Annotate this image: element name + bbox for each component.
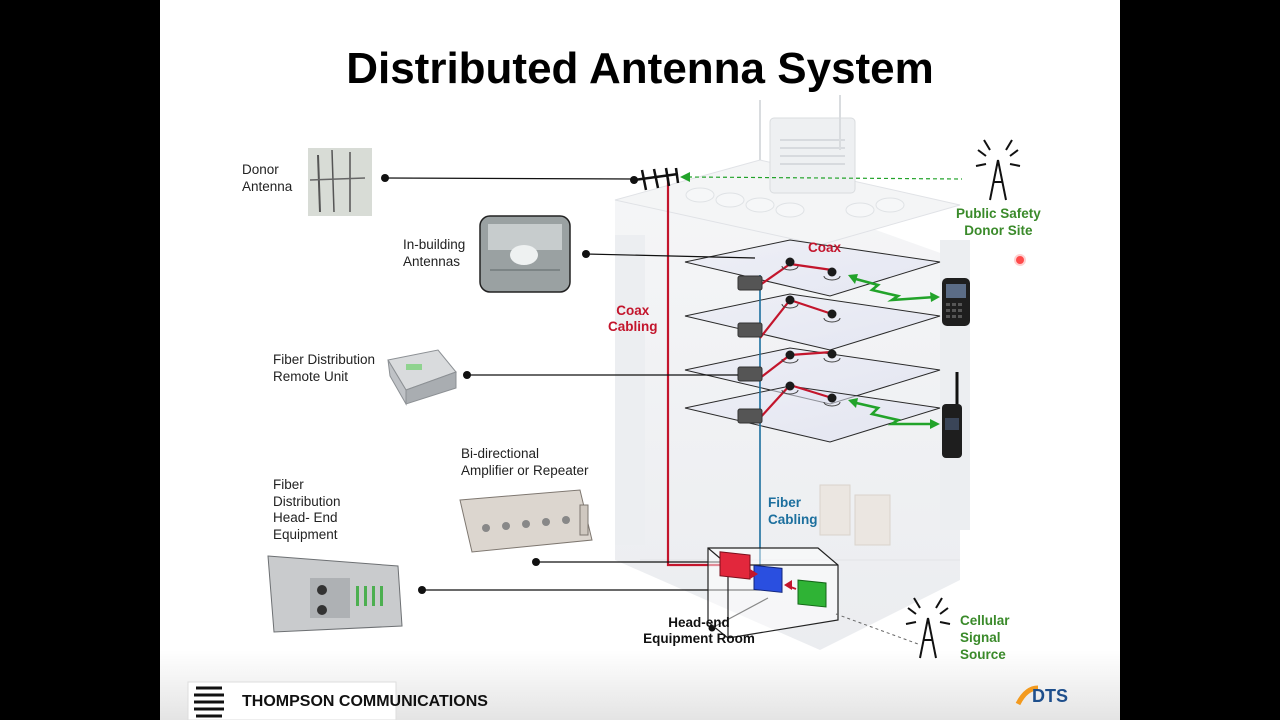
label-public-safety: Public Safety Donor Site <box>956 206 1041 238</box>
wireless-links <box>851 276 936 426</box>
radio-icon <box>942 372 962 458</box>
label-coax: Coax <box>808 240 842 255</box>
logo-dts-text: DTS <box>1032 686 1068 706</box>
pointer-indicator <box>1014 254 1026 266</box>
smartphone-icon <box>942 278 970 326</box>
in-building-antenna-nodes <box>785 257 837 403</box>
slide-title: Distributed Antenna System <box>346 44 934 93</box>
head-end-photo <box>267 555 403 633</box>
label-fiber-head-end: Fiber Distribution Head- End Equipment <box>273 477 341 542</box>
label-coax-cabling: Coax Cabling <box>608 303 658 334</box>
remote-units <box>737 275 763 424</box>
label-bidirectional-amp: Bi-directional Amplifier or Repeater <box>461 446 589 478</box>
donor-antenna-photo <box>308 148 372 216</box>
label-cellular-source: Cellular Signal Source <box>960 613 1010 662</box>
cellular-tower-icon <box>905 597 951 659</box>
label-donor-antenna: Donor Antenna <box>242 162 293 194</box>
label-fiber-cabling: Fiber Cabling <box>768 495 818 527</box>
dts-logo: DTS <box>1015 685 1068 706</box>
slide: Distributed Antenna System <box>160 0 1120 720</box>
in-building-antennas-photo <box>479 215 571 293</box>
label-in-building-antennas: In-building Antennas <box>403 237 466 269</box>
public-safety-tower-icon <box>975 139 1021 201</box>
remote-unit-photo <box>387 349 457 406</box>
coax-cabling <box>666 178 833 567</box>
thompson-logo: THOMPSON COMMUNICATIONS <box>187 681 488 720</box>
rooftop-donor-antenna <box>633 167 680 191</box>
floor-planes <box>684 239 941 443</box>
head-end-room <box>707 547 839 639</box>
label-fiber-remote-unit: Fiber Distribution Remote Unit <box>273 352 376 384</box>
logo-thompson-text: THOMPSON COMMUNICATIONS <box>242 693 488 710</box>
das-diagram: THOMPSON COMMUNICATIONS DTS <box>187 95 1068 720</box>
amplifier-photo <box>459 489 593 553</box>
label-head-end-room: Head-end Equipment Room <box>643 615 755 646</box>
